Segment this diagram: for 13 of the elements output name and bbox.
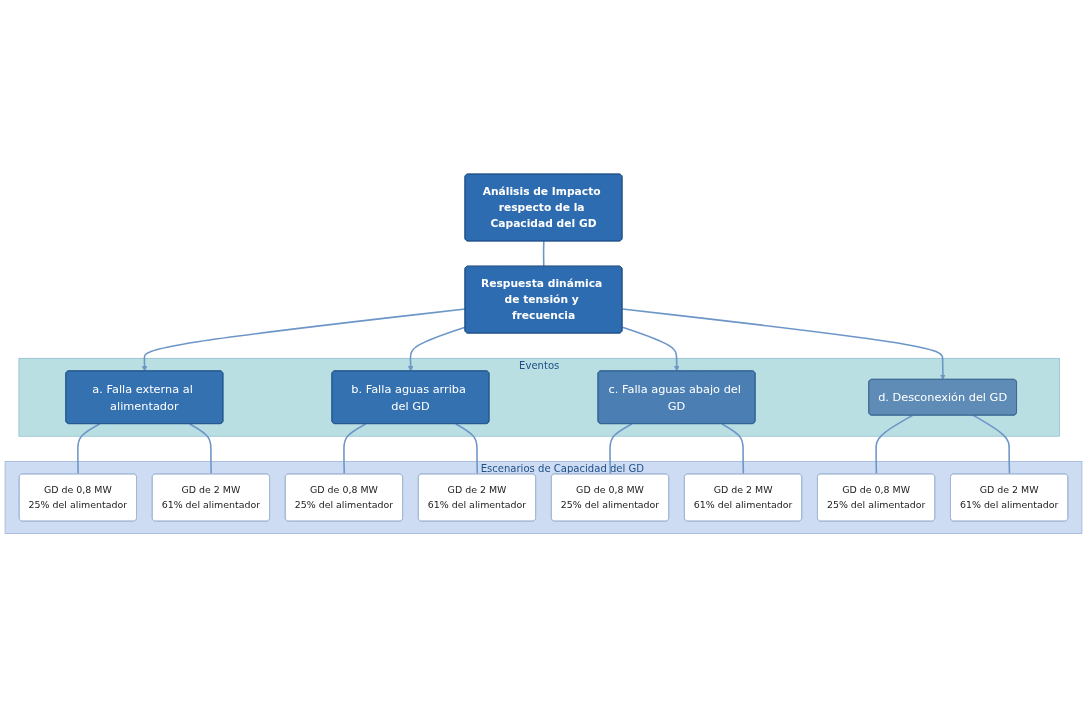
connector (77, 422, 101, 475)
arrow (621, 326, 680, 372)
connector (455, 422, 479, 475)
connector (721, 422, 745, 475)
connector (343, 422, 367, 475)
connector (609, 422, 633, 475)
arrow (141, 307, 466, 372)
arrow (407, 326, 466, 372)
connector (542, 240, 545, 267)
connector (188, 422, 212, 475)
arrow (621, 307, 946, 380)
connector (972, 414, 1011, 475)
connector (875, 414, 914, 475)
